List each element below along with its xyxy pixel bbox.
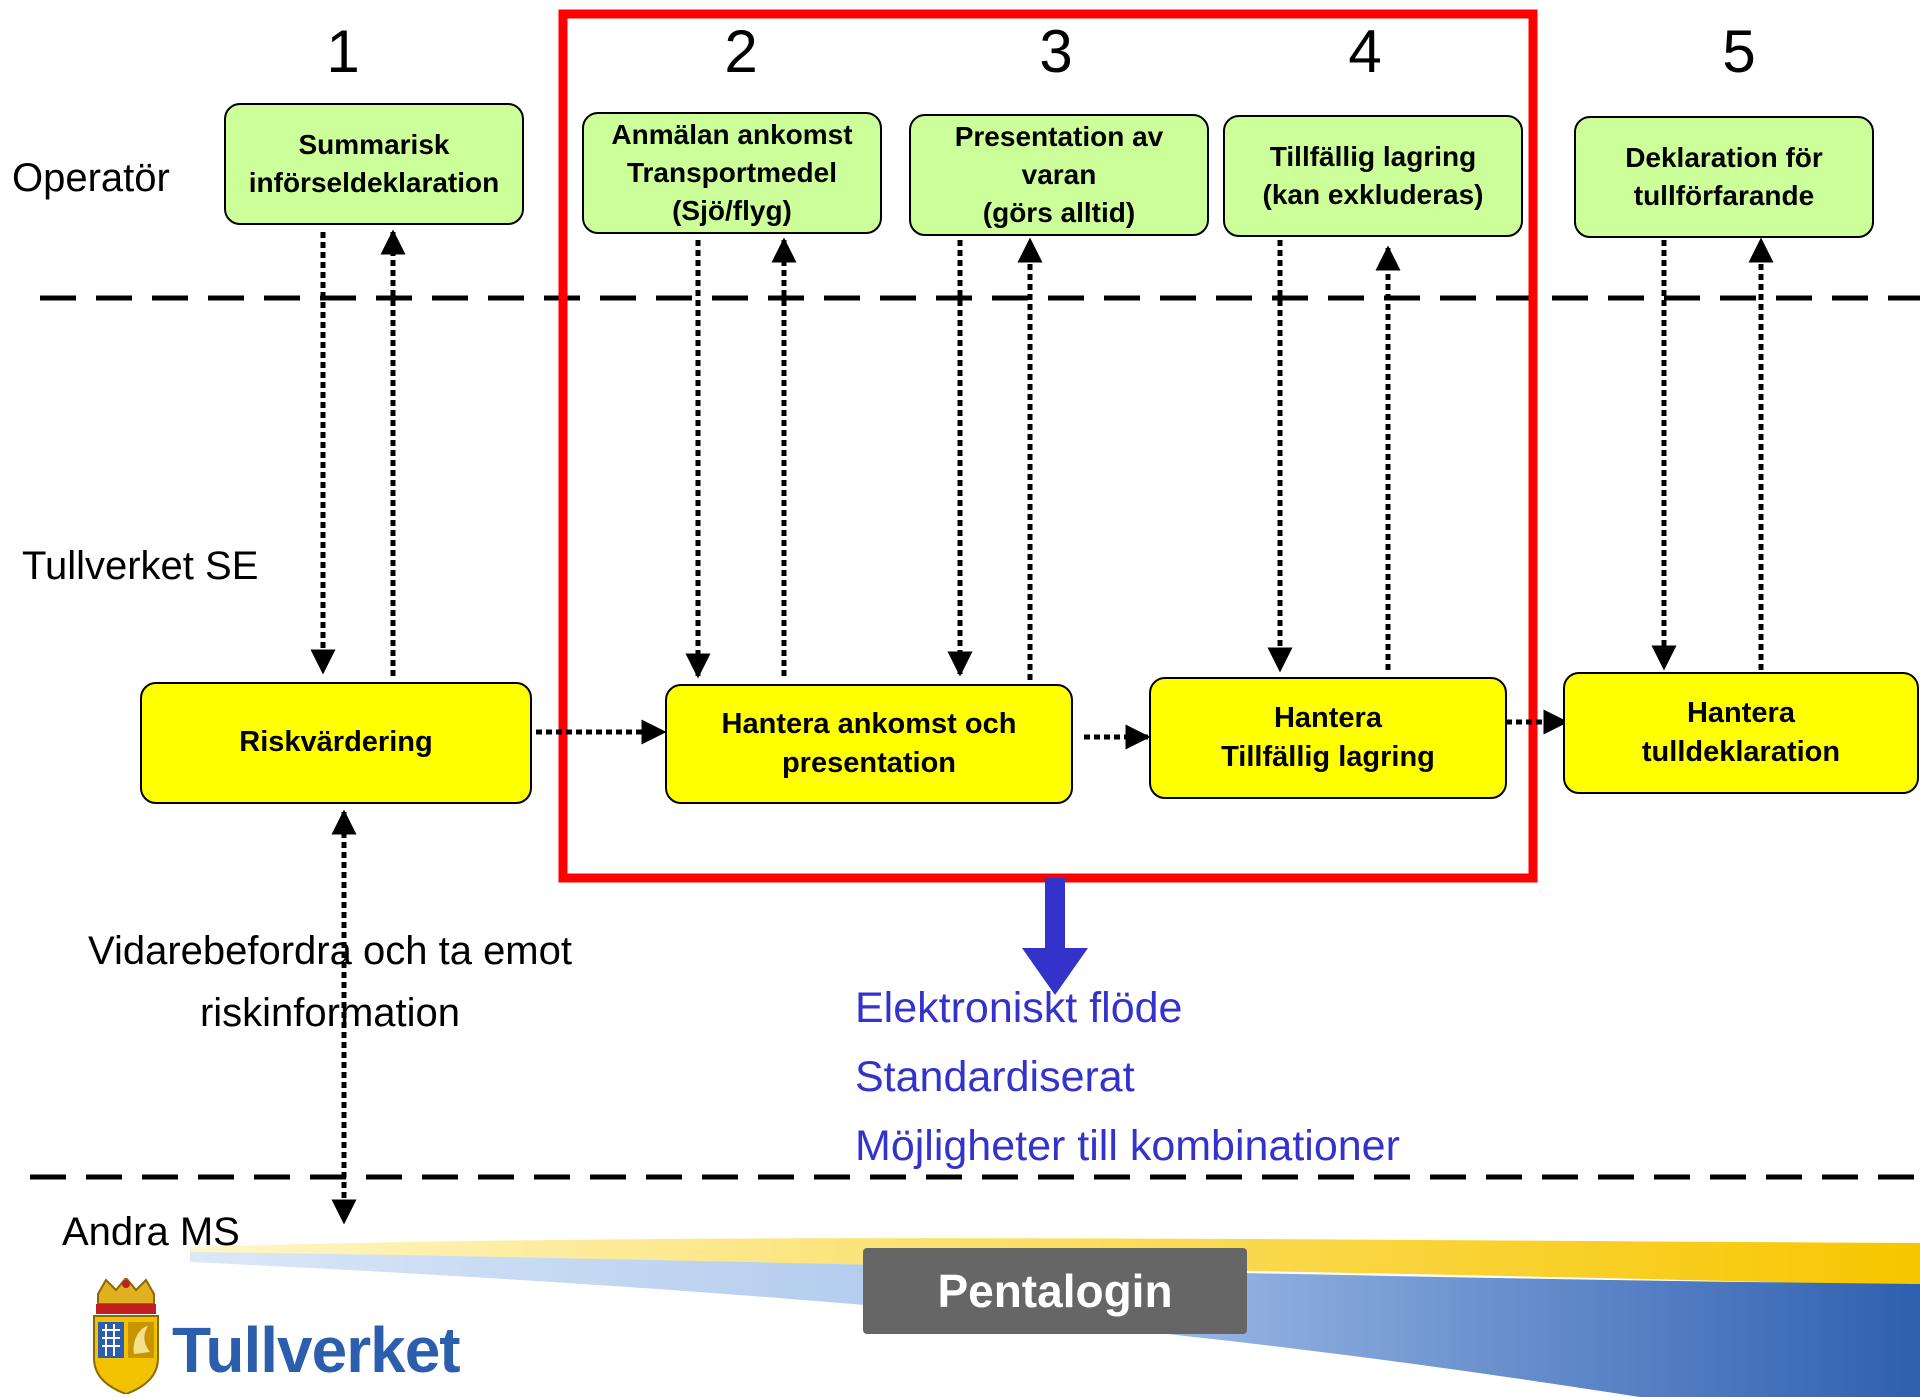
operator-box-deklaration: Deklaration för tullförfarande bbox=[1574, 116, 1874, 238]
down-arrow-shaft bbox=[1045, 878, 1065, 950]
crest-logo-icon bbox=[93, 1278, 159, 1394]
box-line: införseldeklaration bbox=[248, 167, 500, 198]
risk-info-line: riskinformation bbox=[199, 991, 461, 1035]
column-number-2: 2 bbox=[724, 18, 758, 85]
box-line: (Sjö/flyg) bbox=[672, 194, 792, 226]
benefits-list: Elektroniskt flöde Standardiserat Möjlig… bbox=[855, 987, 1400, 1194]
box-line: varan bbox=[1021, 159, 1097, 191]
box-line: Tillfällig lagring bbox=[1269, 141, 1477, 173]
brand-logo-text: Tullverket bbox=[172, 1314, 461, 1386]
operator-box-tillfallig: Tillfällig lagring (kan exkluderas) bbox=[1223, 115, 1523, 237]
customs-box-riskvardering: Riskvärdering bbox=[140, 682, 532, 804]
column-number-1: 1 bbox=[326, 18, 360, 85]
benefit-item: Möjligheter till kombinationer bbox=[855, 1122, 1400, 1170]
box-line: Hantera ankomst och bbox=[721, 707, 1017, 740]
box-line: Transportmedel bbox=[626, 157, 838, 189]
down-arrow-head bbox=[1022, 948, 1088, 995]
box-line: Deklaration för bbox=[1625, 142, 1823, 174]
operator-box-presentation: Presentation av varan (görs alltid) bbox=[909, 114, 1209, 236]
risk-info-line: Vidarebefordra och ta emot bbox=[87, 929, 572, 973]
box-line: presentation bbox=[781, 747, 956, 779]
box-line: tulldeklaration bbox=[1641, 736, 1841, 768]
box-line: (görs alltid) bbox=[982, 196, 1136, 228]
box-line: Hantera bbox=[1273, 701, 1382, 734]
column-number-4: 4 bbox=[1348, 18, 1382, 85]
box-line: Summarisk bbox=[298, 129, 450, 161]
benefit-item: Elektroniskt flöde bbox=[855, 984, 1183, 1032]
lane-label-other: Andra MS bbox=[62, 1210, 240, 1254]
benefit-item: Standardiserat bbox=[855, 1053, 1135, 1101]
lane-label-operator: Operatör bbox=[12, 156, 170, 200]
column-number-3: 3 bbox=[1039, 18, 1073, 85]
box-line: tullförfarande bbox=[1633, 180, 1815, 211]
box-line: Anmälan ankomst bbox=[611, 119, 853, 151]
lane-label-customs: Tullverket SE bbox=[22, 544, 259, 588]
customs-box-ankomst: Hantera ankomst och presentation bbox=[665, 684, 1073, 804]
footer-swoosh-blue bbox=[190, 1252, 1920, 1397]
column-number-5: 5 bbox=[1722, 18, 1756, 85]
pentalogin-badge: Pentalogin bbox=[863, 1248, 1247, 1334]
box-line: Tillfällig lagring bbox=[1221, 741, 1435, 773]
customs-box-tulldeklaration: Hantera tulldeklaration bbox=[1563, 672, 1919, 794]
box-line: Hantera bbox=[1686, 696, 1795, 729]
box-line: Riskvärdering bbox=[239, 726, 433, 759]
box-line: Presentation av bbox=[954, 121, 1164, 153]
operator-box-summarisk: Summarisk införseldeklaration bbox=[224, 103, 524, 225]
box-line: (kan exkluderas) bbox=[1262, 179, 1484, 210]
risk-info-label: Vidarebefordra och ta emot riskinformati… bbox=[50, 920, 610, 1044]
